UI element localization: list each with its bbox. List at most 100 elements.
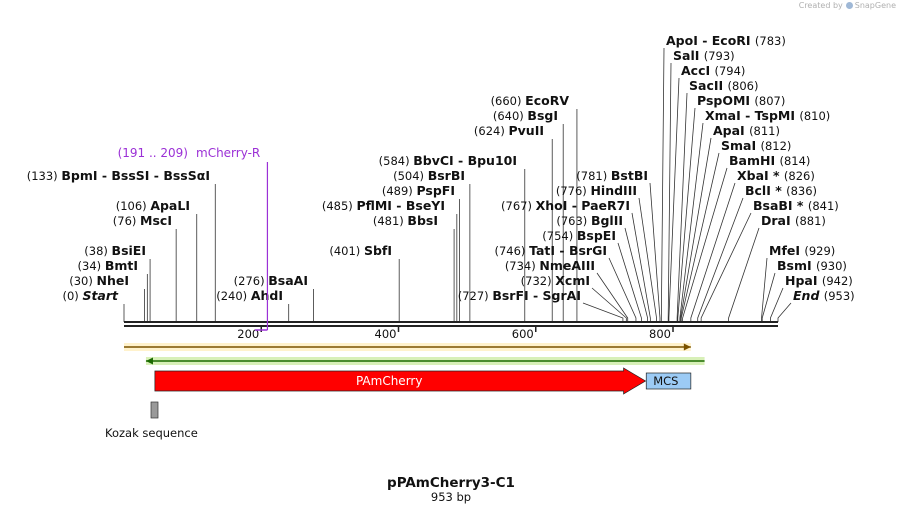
site-bsabi[interactable]: BsaBI * (841) xyxy=(700,198,839,322)
site-bamhi[interactable]: BamHI (814) xyxy=(682,153,811,322)
site-leader-line xyxy=(680,137,712,322)
site-pspomi[interactable]: PspOMI (807) xyxy=(677,93,786,322)
site-enzyme: BbvCI - Bpu10I xyxy=(413,153,517,168)
site-enzyme: HindIII xyxy=(590,183,637,198)
site-label: (401) SbfI xyxy=(329,243,392,258)
site-sbfi[interactable]: (401) SbfI xyxy=(329,243,400,322)
site-label: (763) BglII xyxy=(556,213,623,228)
site-tati[interactable]: (746) TatI - BsrGI xyxy=(494,243,637,322)
site-xmai[interactable]: XmaI - TspMI (810) xyxy=(679,108,830,322)
site-position: (767) xyxy=(501,199,536,213)
site-bpmi[interactable]: (133) BpmI - BssSI - BssSαI xyxy=(27,168,216,322)
site-bbsi[interactable]: (481) BbsI xyxy=(373,213,455,322)
site-position: (841) xyxy=(808,199,839,213)
site-smai[interactable]: SmaI (812) xyxy=(680,138,791,322)
site-position: (38) xyxy=(84,244,111,258)
site-bsrbi[interactable]: (504) BsrBI xyxy=(393,168,471,322)
site-enzyme: SbfI xyxy=(364,243,392,258)
site-position: (776) xyxy=(556,184,591,198)
site-bbvci[interactable]: (584) BbvCI - Bpu10I xyxy=(379,153,526,322)
site-bcli[interactable]: BclI * (836) xyxy=(697,183,817,322)
site-leader-line xyxy=(777,302,792,322)
site-leader-line xyxy=(679,122,704,322)
site-bsiei[interactable]: (38) BsiEI xyxy=(84,243,151,322)
site-xbai[interactable]: XbaI * (826) xyxy=(690,168,815,322)
site-label: (746) TatI - BsrGI xyxy=(494,243,607,258)
site-hindiii[interactable]: (776) HindIII xyxy=(556,183,657,322)
site-position: (106) xyxy=(116,199,151,213)
site-start[interactable]: (0) Start xyxy=(62,288,125,322)
site-nhei[interactable]: (30) NheI xyxy=(69,273,145,322)
site-position: (930) xyxy=(816,259,847,273)
site-ahdi[interactable]: (240) AhdI xyxy=(216,288,290,322)
site-label: XbaI * (826) xyxy=(737,168,815,183)
site-label: BclI * (836) xyxy=(745,183,817,198)
site-pflmi[interactable]: (485) PflMI - BseYI xyxy=(322,198,458,322)
site-bsaai[interactable]: (276) BsaAI xyxy=(234,273,314,322)
site-enzyme: XcmI xyxy=(555,273,590,288)
site-position: (640) xyxy=(493,109,528,123)
site-enzyme: Start xyxy=(82,288,119,303)
snapgene-name: SnapGene xyxy=(854,1,896,10)
site-acci[interactable]: AccI (794) xyxy=(668,63,746,322)
feature-small-box xyxy=(150,401,159,419)
site-label: BamHI (814) xyxy=(729,153,810,168)
site-enzyme: BsrFI - SgrAI xyxy=(492,288,581,303)
site-enzyme: PvuII xyxy=(508,123,544,138)
site-end[interactable]: End (953) xyxy=(777,288,855,322)
site-apoi[interactable]: ApoI - EcoRI (783) xyxy=(660,33,786,322)
site-sali[interactable]: SalI (793) xyxy=(667,48,735,322)
ruler-tick-label: 200 xyxy=(237,327,259,341)
feature-kozak[interactable]: Kozak sequence xyxy=(105,401,198,440)
site-pspfi[interactable]: (489) PspFI xyxy=(382,183,460,322)
site-enzyme: ApaI xyxy=(713,123,749,138)
site-bsgi[interactable]: (640) BsgI xyxy=(493,108,564,322)
site-enzyme: ApaLI xyxy=(150,198,190,213)
site-position: (812) xyxy=(760,139,791,153)
ruler-tick-label: 800 xyxy=(649,327,671,341)
site-xcmi[interactable]: (732) XcmI xyxy=(521,273,627,322)
feature-mcs[interactable]: MCS xyxy=(645,372,692,390)
site-leader-line xyxy=(668,77,680,322)
site-xhoi[interactable]: (767) XhoI - PaeR7I xyxy=(501,198,651,322)
site-apai[interactable]: ApaI (811) xyxy=(680,123,780,322)
site-enzyme: BsiEI xyxy=(112,243,146,258)
site-label: (106) ApaLI xyxy=(116,198,190,213)
primer-mcherry-r[interactable]: (191 .. 209)mCherry-R xyxy=(118,146,269,331)
site-bglii[interactable]: (763) BglII xyxy=(556,213,649,322)
site-ecorv[interactable]: (660) EcoRV xyxy=(491,93,578,322)
site-label: BsmI (930) xyxy=(777,258,847,273)
site-label: (34) BmtI xyxy=(78,258,138,273)
site-bsrfi[interactable]: (727) BsrFI - SgrAI xyxy=(458,288,624,322)
site-position: (481) xyxy=(373,214,408,228)
site-nmeaiii[interactable]: (734) NmeAIII xyxy=(505,258,629,322)
site-sacii[interactable]: SacII (806) xyxy=(676,78,758,322)
site-label: End (953) xyxy=(793,288,855,303)
site-label: (624) PvuII xyxy=(474,123,544,138)
site-pvuii[interactable]: (624) PvuII xyxy=(474,123,553,322)
site-enzyme: BspEI xyxy=(577,228,616,243)
site-bstbi[interactable]: (781) BstBI xyxy=(576,168,661,322)
site-label: (38) BsiEI xyxy=(84,243,146,258)
site-position: (794) xyxy=(715,64,746,78)
primer-range: (191 .. 209) xyxy=(118,146,188,160)
site-apali[interactable]: (106) ApaLI xyxy=(116,198,198,322)
site-enzyme: BsmI xyxy=(777,258,816,273)
feature-label: Kozak sequence xyxy=(105,426,198,440)
site-label: (640) BsgI xyxy=(493,108,558,123)
site-drai[interactable]: DraI (881) xyxy=(728,213,826,322)
site-label: (489) PspFI xyxy=(382,183,455,198)
site-enzyme: PflMI - BseYI xyxy=(356,198,445,213)
site-hpai[interactable]: HpaI (942) xyxy=(770,273,853,322)
site-label: (504) BsrBI xyxy=(393,168,465,183)
site-mfei[interactable]: MfeI (929) xyxy=(761,243,836,322)
site-enzyme: XbaI * xyxy=(737,168,784,183)
site-msci[interactable]: (76) MscI xyxy=(113,213,177,322)
site-enzyme: XhoI - PaeR7I xyxy=(536,198,630,213)
site-bspei[interactable]: (754) BspEI xyxy=(542,228,642,322)
feature-pamcherry[interactable]: PAmCherry xyxy=(154,367,647,395)
site-label: (485) PflMI - BseYI xyxy=(322,198,445,213)
site-bsmi[interactable]: BsmI (930) xyxy=(761,258,847,322)
site-bmti[interactable]: (34) BmtI xyxy=(78,258,148,322)
